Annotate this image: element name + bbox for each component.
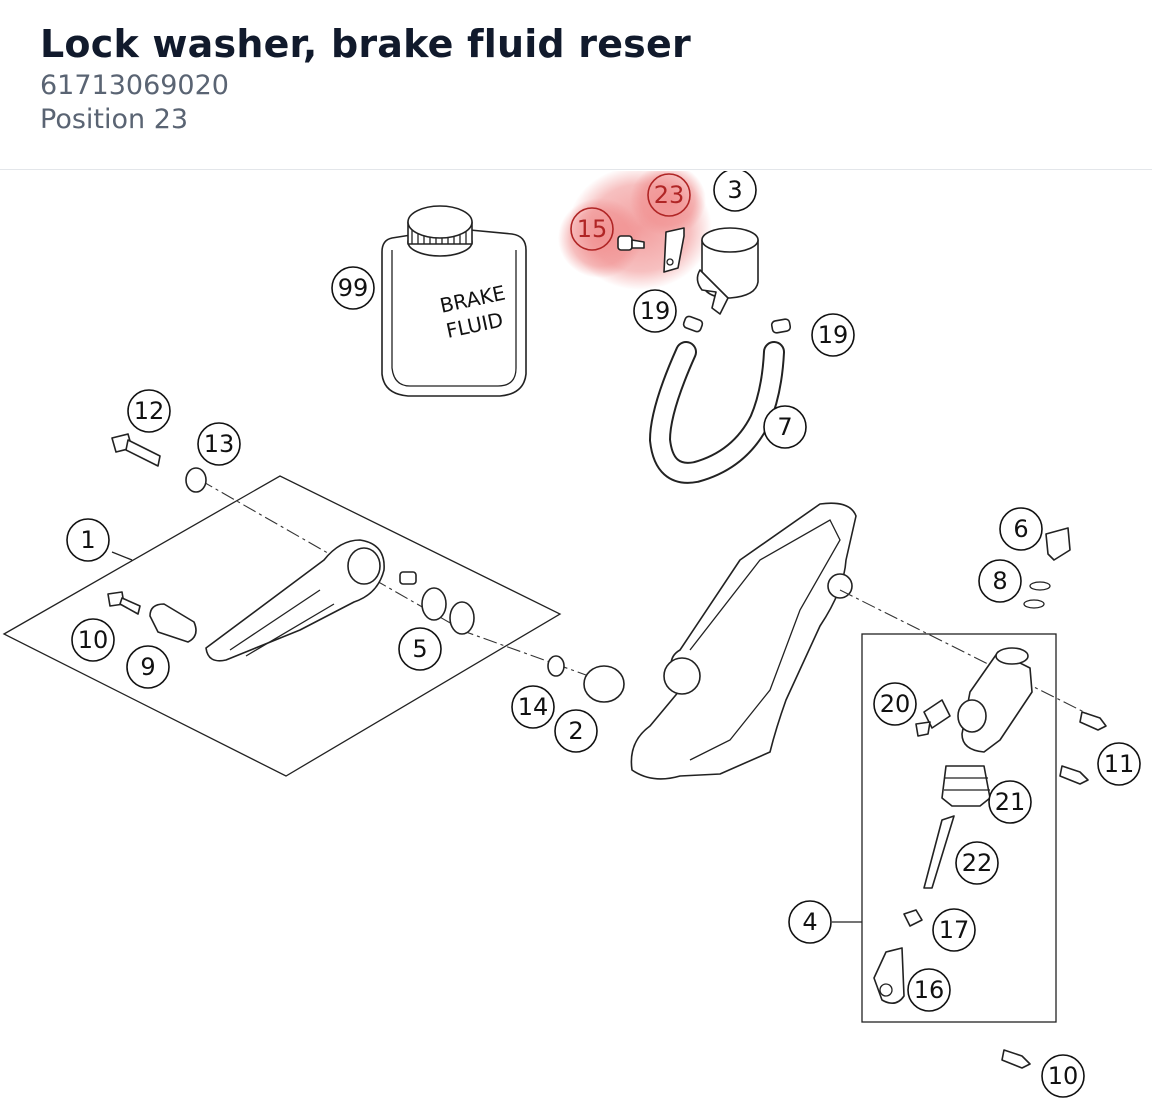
callout-12[interactable]: 12 — [127, 389, 171, 433]
svg-text:2: 2 — [568, 717, 583, 745]
pedal-washer — [185, 467, 207, 493]
callout-20[interactable]: 20 — [873, 682, 917, 726]
master-cylinder-kit-outline — [861, 633, 1057, 1023]
svg-text:14: 14 — [518, 693, 549, 721]
svg-text:8: 8 — [992, 567, 1007, 595]
svg-text:1: 1 — [80, 526, 95, 554]
pedal-spacer — [399, 571, 417, 585]
svg-text:99: 99 — [338, 274, 369, 302]
clevis-part — [873, 947, 905, 1004]
svg-text:9: 9 — [140, 653, 155, 681]
svg-text:15: 15 — [577, 215, 608, 243]
svg-text:19: 19 — [818, 321, 849, 349]
pedal-bolt — [111, 433, 161, 467]
brake-pedal — [205, 539, 385, 662]
part-header: Lock washer, brake fluid reser 617130690… — [0, 0, 1152, 170]
svg-text:4: 4 — [802, 908, 817, 936]
svg-text:23: 23 — [654, 181, 685, 209]
master-cylinder — [957, 647, 1033, 753]
return-spring — [583, 665, 625, 703]
svg-text:7: 7 — [777, 413, 792, 441]
svg-text:12: 12 — [134, 397, 165, 425]
cap-and-orings — [1023, 527, 1071, 609]
callout-2[interactable]: 2 — [554, 709, 598, 753]
callout-17[interactable]: 17 — [932, 908, 976, 952]
callout-1[interactable]: 1 — [66, 518, 110, 562]
banjo-fitting — [915, 699, 951, 737]
hose-clamps — [682, 315, 792, 334]
svg-text:20: 20 — [880, 690, 911, 718]
callout-11[interactable]: 11 — [1097, 742, 1141, 786]
callout-6[interactable]: 6 — [999, 507, 1043, 551]
callout-7[interactable]: 7 — [763, 405, 807, 449]
lock-washer-part — [663, 227, 685, 273]
highlight-area — [558, 171, 712, 290]
brake-fluid-reservoir — [696, 227, 759, 315]
callout-14[interactable]: 14 — [511, 685, 555, 729]
callout-16[interactable]: 16 — [907, 968, 951, 1012]
callout-9[interactable]: 9 — [126, 645, 170, 689]
svg-text:11: 11 — [1104, 750, 1135, 778]
callout-99[interactable]: 99 — [331, 266, 375, 310]
svg-text:10: 10 — [78, 626, 109, 654]
callout-21[interactable]: 21 — [988, 780, 1032, 824]
rubber-boot — [941, 765, 991, 807]
callout-10-bottom[interactable]: 10 — [1041, 1054, 1085, 1098]
nut-part — [903, 909, 923, 927]
svg-text:5: 5 — [412, 635, 427, 663]
pedal-washer-small — [547, 655, 565, 677]
svg-text:10: 10 — [1048, 1062, 1079, 1090]
callout-13[interactable]: 13 — [197, 422, 241, 466]
svg-text:21: 21 — [995, 788, 1026, 816]
callout-19-right[interactable]: 19 — [811, 313, 855, 357]
footrest-bracket — [630, 502, 857, 780]
callout-23[interactable]: 23 — [647, 173, 691, 217]
small-bolts — [1001, 711, 1107, 1069]
callout-5[interactable]: 5 — [398, 627, 442, 671]
position-label: Position 23 — [40, 104, 189, 135]
svg-text:22: 22 — [962, 849, 993, 877]
pedal-kit-outline — [2, 475, 562, 777]
page-title: Lock washer, brake fluid reser — [40, 22, 691, 66]
callout-22[interactable]: 22 — [955, 841, 999, 885]
callout-4[interactable]: 4 — [788, 900, 832, 944]
push-rod — [923, 815, 955, 889]
callout-19-left[interactable]: 19 — [633, 289, 677, 333]
svg-text:3: 3 — [727, 176, 742, 204]
callout-3[interactable]: 3 — [713, 171, 757, 212]
callout-10-left[interactable]: 10 — [71, 618, 115, 662]
brake-hose — [648, 341, 785, 484]
part-number: 61713069020 — [40, 70, 229, 101]
callout-8[interactable]: 8 — [978, 559, 1022, 603]
brake-fluid-can: BRAKE FLUID — [381, 205, 527, 397]
svg-text:13: 13 — [204, 430, 235, 458]
svg-text:17: 17 — [939, 916, 970, 944]
pedal-stop-parts — [107, 591, 197, 643]
callout-15[interactable]: 15 — [570, 207, 614, 251]
svg-text:16: 16 — [914, 976, 945, 1004]
exploded-parts-diagram: BRAKE FLUID — [2, 171, 1141, 1098]
screw-part — [617, 235, 645, 251]
pedal-bushings — [421, 587, 475, 635]
svg-text:6: 6 — [1013, 515, 1028, 543]
svg-text:19: 19 — [640, 297, 671, 325]
